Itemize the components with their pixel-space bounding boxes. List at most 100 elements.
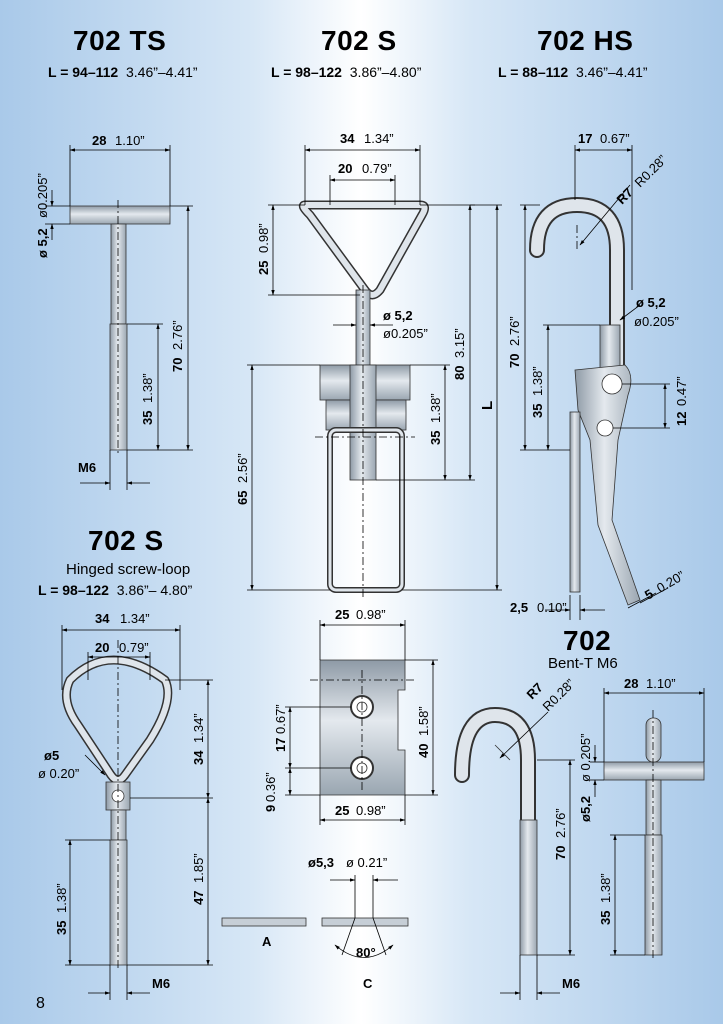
dim-bt-m6: M6	[562, 976, 580, 991]
dim-bt-35-mm: 35	[598, 911, 613, 925]
dim-ts-length-mm: 70	[170, 358, 185, 372]
dim-hl-m6: M6	[152, 976, 170, 991]
dim-pl-40-in: 1.58”	[416, 706, 431, 736]
dim-s-loop-mm: 25	[256, 261, 271, 275]
dim-hl-47-in: 1.85”	[191, 853, 206, 883]
dim-hl-47-mm: 47	[191, 891, 206, 905]
part-702-bent-t	[454, 688, 705, 1000]
dim-s-inner-in: 0.79”	[362, 161, 392, 176]
range-702s: L = 98–122 3.86”–4.80”	[271, 64, 421, 80]
title-702-bent: 702	[563, 625, 612, 656]
dim-pl-b25-in: 0.98”	[356, 803, 386, 818]
dim-s-dia-mm: ø 5,2	[383, 308, 413, 323]
subtitle-hinged-screw-loop: Hinged screw-loop	[66, 561, 191, 578]
title-702hs: 702 HS	[537, 25, 634, 56]
dim-s-35-in: 1.38”	[428, 393, 443, 423]
range-702hs-metric: L = 88–112	[498, 64, 569, 80]
dim-bt-dia-mm: ø5,2	[578, 796, 593, 822]
dim-s-80-mm: 80	[452, 366, 467, 380]
dim-ts-width-mm: 28	[92, 133, 106, 148]
dim-s-80-in: 3.15”	[452, 328, 467, 358]
title-702s-hinged: 702 S	[88, 525, 164, 556]
dim-hs-top-mm: 17	[578, 131, 592, 146]
dim-hs-12-in: 0.47”	[674, 376, 689, 406]
dim-bt-radius-mm: R7	[524, 680, 546, 702]
dim-ts-width-in: 1.10”	[115, 133, 145, 148]
dim-ts-dia-in: ø0.205”	[35, 173, 50, 218]
dim-hs-70-in: 2.76”	[507, 316, 522, 346]
dim-ts-dia-mm: ø 5,2	[35, 228, 50, 258]
dim-hl-34-in: 1.34”	[120, 611, 150, 626]
range-702s-hinged: L = 98–122 3.86”– 4.80”	[38, 582, 192, 598]
range-702hs-imperial: 3.46”–4.41”	[575, 64, 648, 80]
range-702ts-metric: L = 94–112	[48, 64, 119, 80]
dim-hs-25-in: 0.10”	[537, 600, 567, 615]
dim-ts-thread-mm: 35	[140, 411, 155, 425]
dim-hs-35-in: 1.38”	[530, 366, 545, 396]
dim-s-dia-in: ø0.205”	[383, 326, 428, 341]
dim-pl-angle: 80°	[356, 945, 376, 960]
title-702s: 702 S	[321, 25, 397, 56]
range-702s-metric: L = 98–122	[271, 64, 342, 80]
dim-pl-hole-in: ø 0.21”	[346, 855, 387, 870]
dim-ts-thread-in: 1.38”	[140, 373, 155, 403]
dim-s-outer-mm: 34	[340, 131, 355, 146]
range-702hs: L = 88–112 3.46”–4.41”	[498, 64, 648, 80]
part-plate	[221, 620, 438, 958]
dim-s-inner-mm: 20	[338, 161, 352, 176]
range-hinged-metric: L = 98–122	[38, 582, 109, 598]
dim-hs-top-in: 0.67”	[600, 131, 630, 146]
part-702s-hinged	[61, 625, 213, 1000]
dim-s-65-mm: 65	[235, 491, 250, 505]
page-number: 8	[36, 995, 45, 1012]
dim-hs-25-mm: 2,5	[510, 600, 528, 615]
dim-bt-70-mm: 70	[553, 846, 568, 860]
dim-hs-5-in: 0.20”	[654, 568, 687, 596]
dim-hs-dia-in: ø0.205”	[634, 314, 679, 329]
dim-bt-35-in: 1.38”	[598, 873, 613, 903]
dim-hs-dia-mm: ø 5,2	[636, 295, 666, 310]
part-702hs	[520, 145, 670, 620]
dim-pl-40-mm: 40	[416, 744, 431, 758]
dim-bt-28-mm: 28	[624, 676, 638, 691]
dim-hl-34-mm: 34	[95, 611, 110, 626]
dim-ts-m6: M6	[78, 460, 96, 475]
dim-hl-35-in: 1.38”	[54, 883, 69, 913]
dim-s-L: L	[479, 401, 496, 410]
subtitle-bent-t-m6: Bent-T M6	[548, 655, 618, 672]
dim-pl-17-mm: 17	[273, 738, 288, 752]
dim-pl-9-mm: 9	[263, 805, 278, 812]
dim-hl-35-mm: 35	[54, 921, 69, 935]
dim-hs-radius-mm: R7	[614, 185, 636, 207]
dim-ts-length-in: 2.76”	[170, 320, 185, 350]
dim-s-loop-in: 0.98”	[256, 223, 271, 253]
label-section-a: A	[262, 934, 272, 949]
dim-pl-25-mm: 25	[335, 607, 349, 622]
dim-hs-12-mm: 12	[674, 412, 689, 426]
dim-s-35-mm: 35	[428, 431, 443, 445]
dim-pl-25-in: 0.98”	[356, 607, 386, 622]
dim-bt-28-in: 1.10”	[646, 676, 676, 691]
dim-bt-radius-in: R0.28”	[540, 676, 578, 714]
dim-hl-20-mm: 20	[95, 640, 109, 655]
dim-pl-b25-mm: 25	[335, 803, 349, 818]
dim-bt-70-in: 2.76”	[553, 808, 568, 838]
dim-hs-70-mm: 70	[507, 354, 522, 368]
dim-s-outer-in: 1.34”	[364, 131, 394, 146]
dim-hl-dia-in: ø 0.20”	[38, 766, 79, 781]
title-702ts: 702 TS	[73, 25, 167, 56]
range-702s-imperial: 3.86”–4.80”	[349, 64, 422, 80]
dim-pl-17-in: 0.67”	[273, 704, 288, 734]
label-section-c: C	[363, 976, 373, 991]
range-702ts-imperial: 3.46”–4.41”	[125, 64, 198, 80]
dim-hl-20-in: 0.79”	[119, 640, 149, 655]
dim-pl-hole-mm: ø5,3	[308, 855, 334, 870]
dim-hl-h34-in: 1.34”	[191, 713, 206, 743]
dim-hl-h34-mm: 34	[191, 750, 206, 765]
range-hinged-imperial: 3.86”– 4.80”	[116, 582, 193, 598]
part-702s	[247, 145, 502, 600]
dim-hl-dia-mm: ø5	[44, 748, 59, 763]
dim-bt-dia-in: ø 0.205”	[578, 734, 593, 782]
part-702ts	[45, 145, 193, 490]
